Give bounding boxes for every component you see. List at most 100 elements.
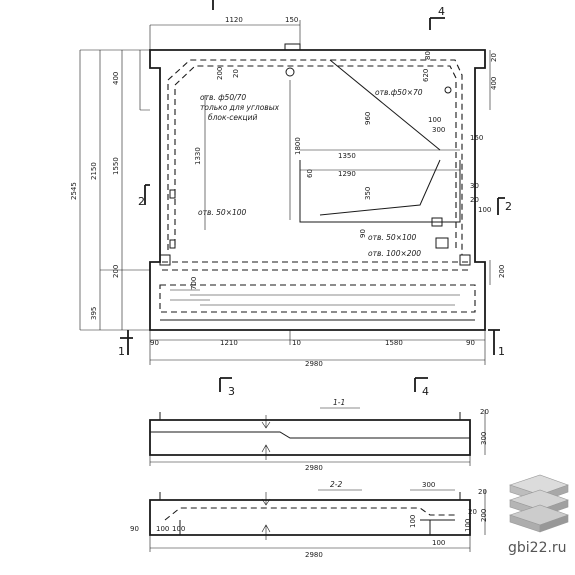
inner-dashed-contour-2 xyxy=(174,65,457,248)
note-corner-only-1: только для угловых xyxy=(200,103,280,112)
section-2-2-dims xyxy=(149,489,486,552)
round-hole-right xyxy=(444,86,452,94)
section-3-bottom: 3 xyxy=(228,385,235,398)
dim-100-inner: 100 xyxy=(428,116,441,124)
dim-400-left: 400 xyxy=(112,72,120,85)
section-1-1-dims xyxy=(149,410,486,466)
hole-left-1 xyxy=(169,189,176,199)
section-2-2-ribs xyxy=(179,519,455,535)
dim-1210: 1210 xyxy=(220,339,238,347)
dim-60: 60 xyxy=(306,169,314,178)
s11-dim-20: 20 xyxy=(480,408,489,416)
section-2-2-studs xyxy=(159,492,461,500)
hole-left-2 xyxy=(169,239,176,249)
s11-dim-300: 300 xyxy=(480,432,488,445)
section-2-2-title: 2-2 xyxy=(330,480,342,489)
section-1-right: 1 xyxy=(498,345,505,358)
dim-960: 960 xyxy=(364,112,372,125)
section-2-2-dashed xyxy=(164,507,455,521)
dim-200-left: 200 xyxy=(112,265,120,278)
dim-1580: 1580 xyxy=(385,339,403,347)
section-marks xyxy=(120,0,505,392)
inner-dashed-contour xyxy=(167,59,463,255)
dim-10: 10 xyxy=(292,339,301,347)
dim-2980: 2980 xyxy=(305,360,323,368)
dim-700: 700 xyxy=(190,277,198,290)
section-2-2-arrows xyxy=(261,492,271,540)
section-1-left: 1 xyxy=(118,345,125,358)
dim-150-top: 150 xyxy=(285,16,298,24)
s22-dim-100-e: 100 xyxy=(464,519,472,532)
dim-90-a: 90 xyxy=(150,339,159,347)
dim-1800: 1800 xyxy=(294,137,302,155)
elevation-outline xyxy=(149,49,486,331)
s22-dim-100-a: 100 xyxy=(156,525,169,533)
s22-dim-100-c: 100 xyxy=(409,515,417,528)
dim-1550: 1550 xyxy=(112,157,120,175)
bottom-dim-lines xyxy=(149,330,486,365)
note-corner-only-2: блок-секций xyxy=(208,113,257,122)
dim-395: 395 xyxy=(90,307,98,320)
dim-200-inner: 200 xyxy=(216,67,224,80)
s11-dim-2980: 2980 xyxy=(305,464,323,472)
dim-200-right: 200 xyxy=(498,265,506,278)
corner-block-left xyxy=(159,254,171,266)
dim-1120: 1120 xyxy=(225,16,243,24)
dim-100-right: 100 xyxy=(478,206,491,214)
dim-300-inner: 300 xyxy=(432,126,445,134)
s22-dim-20-b: 20 xyxy=(468,508,477,516)
section-2-right: 2 xyxy=(505,200,512,213)
dim-150-inner: 150 xyxy=(470,134,483,142)
note-hole-50x70-right: отв.ф50×70 xyxy=(375,88,423,97)
dim-80: 80 xyxy=(424,51,432,60)
dim-400-right: 400 xyxy=(490,77,498,90)
note-hole-50x100-left: отв. 50×100 xyxy=(198,208,247,217)
beam-hatch xyxy=(170,289,460,306)
hole-right-1 xyxy=(431,217,443,227)
dim-90-inner: 90 xyxy=(359,229,367,238)
section-4-top: 4 xyxy=(438,5,445,18)
section-2-left: 2 xyxy=(138,195,145,208)
dim-20-right: 20 xyxy=(490,53,498,62)
hole-right-2 xyxy=(435,237,449,249)
dim-1350: 1350 xyxy=(338,152,356,160)
window-opening xyxy=(299,160,461,223)
round-hole-top xyxy=(285,67,295,77)
s22-dim-90: 90 xyxy=(130,525,139,533)
dim-1330: 1330 xyxy=(194,147,202,165)
section-1-1-studs xyxy=(159,412,461,420)
dim-1290: 1290 xyxy=(338,170,356,178)
dim-20b-inner: 20 xyxy=(470,196,479,204)
section-1-1-arrows xyxy=(261,415,271,460)
section-1-1-view: 1-1 20 300 2980 xyxy=(149,398,489,472)
watermark-text: gbi22.ru xyxy=(508,540,567,556)
section-2-2-outline xyxy=(149,499,471,536)
section-2-2-view: 2-2 300 20 200 100 90 100 20 100 100 100… xyxy=(130,480,488,559)
note-hole-100x200: отв. 100×200 xyxy=(368,249,421,258)
s22-dim-100-d: 100 xyxy=(432,539,445,547)
dim-30-inner: 30 xyxy=(470,182,479,190)
section-1-1-step xyxy=(150,431,470,439)
elevation-view: 1120 150 2545 2150 1550 400 200 395 1330… xyxy=(70,0,512,398)
note-hole-50x70-left: отв. ф50/70 xyxy=(200,93,246,102)
s22-dim-2980: 2980 xyxy=(305,551,323,559)
s22-dim-300: 300 xyxy=(422,481,435,489)
dim-620: 620 xyxy=(422,69,430,82)
inner-dim-lines xyxy=(204,80,460,230)
section-4-bottom: 4 xyxy=(422,385,429,398)
dim-2150: 2150 xyxy=(90,162,98,180)
corner-block-right xyxy=(459,254,471,266)
dim-20-inner: 20 xyxy=(232,69,240,78)
stacked-slabs-icon xyxy=(509,474,569,533)
note-hole-50x100-right: отв. 50×100 xyxy=(368,233,417,242)
beam-inner-dashed xyxy=(159,284,476,313)
diagonal-rib xyxy=(329,59,441,151)
section-1-1-title: 1-1 xyxy=(333,398,345,407)
s22-dim-20: 20 xyxy=(478,488,487,496)
beam-top-dashed xyxy=(162,261,470,271)
s22-dim-100-b: 100 xyxy=(172,525,185,533)
s22-dim-200: 200 xyxy=(480,509,488,522)
dim-2545: 2545 xyxy=(70,182,78,200)
